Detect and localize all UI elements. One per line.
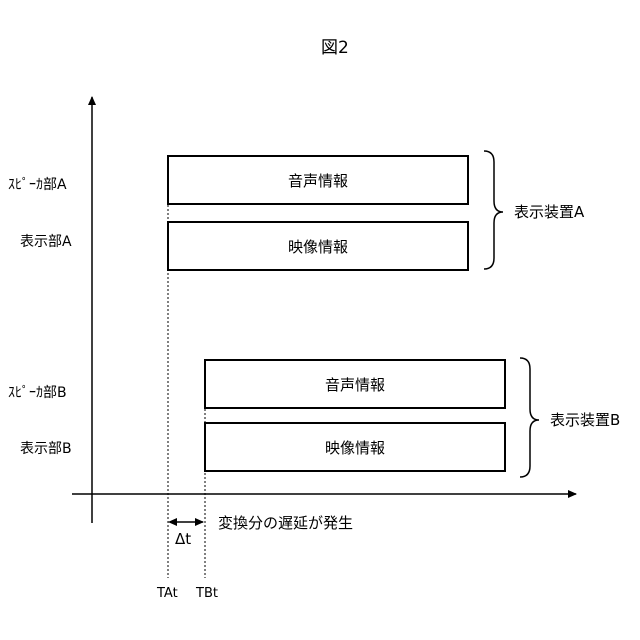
delay-note: 変換分の遅延が発生: [218, 514, 353, 532]
tick-label-tat: TAt: [157, 585, 178, 603]
bar-video-a-label: 映像情報: [288, 236, 348, 257]
bar-audio-a: 音声情報: [167, 155, 469, 205]
bar-audio-b: 音声情報: [204, 359, 506, 409]
group-label-device-a: 表示装置A: [514, 203, 584, 221]
row-label-speaker-b: ｽﾋﾟｰｶ部B: [8, 384, 67, 402]
bar-audio-b-label: 音声情報: [325, 374, 385, 395]
delay-symbol: Δt: [175, 530, 191, 548]
bar-video-a: 映像情報: [167, 221, 469, 271]
group-label-device-b: 表示装置B: [550, 411, 620, 429]
bar-video-b: 映像情報: [204, 422, 506, 472]
brace-device-a: [484, 151, 503, 269]
row-label-display-a: 表示部A: [20, 233, 72, 251]
bar-audio-a-label: 音声情報: [288, 170, 348, 191]
brace-device-b: [520, 358, 539, 477]
row-label-display-b: 表示部B: [20, 440, 72, 458]
tick-label-tbt: TBt: [196, 585, 218, 603]
figure-title: 図2: [321, 39, 349, 57]
row-label-speaker-a: ｽﾋﾟｰｶ部A: [8, 176, 67, 194]
bar-video-b-label: 映像情報: [325, 437, 385, 458]
